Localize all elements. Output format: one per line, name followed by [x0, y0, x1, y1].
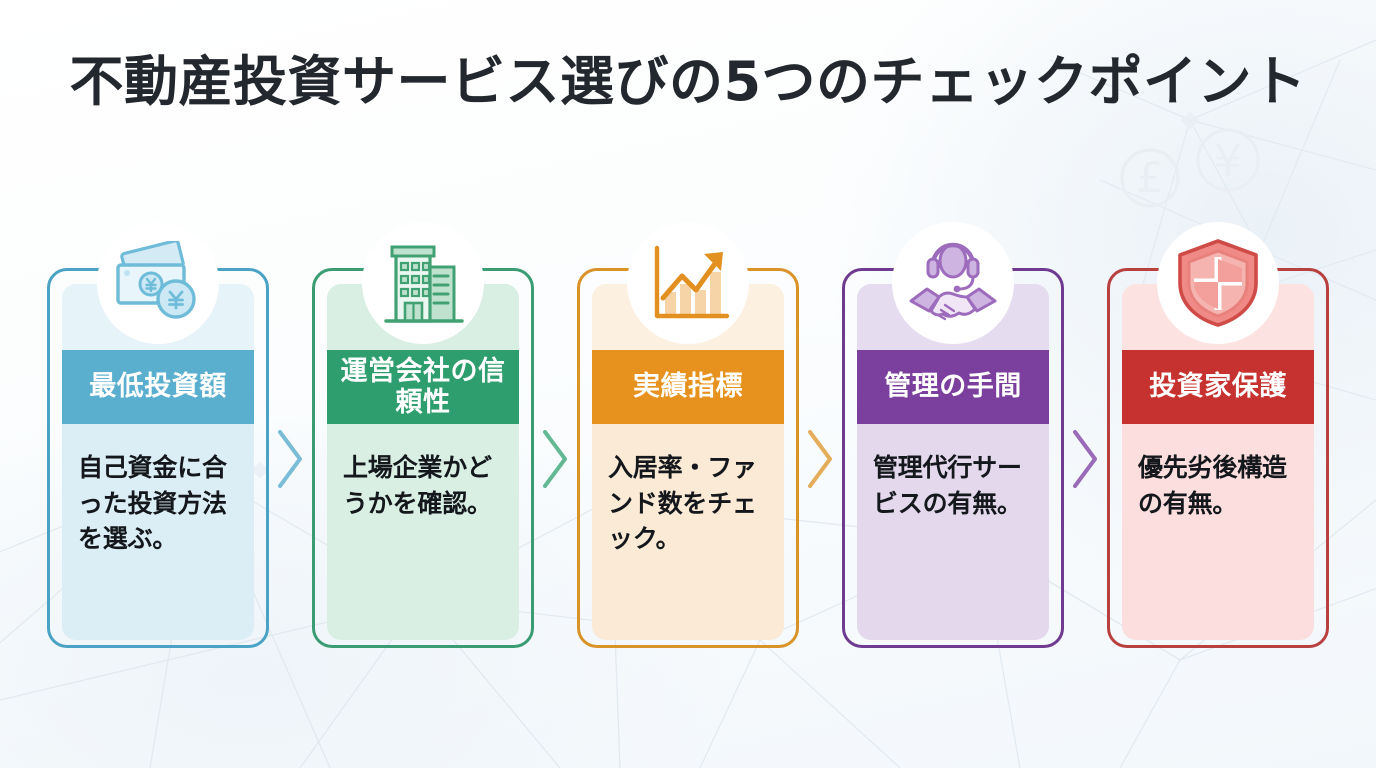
banknote-yen-icon	[97, 222, 219, 344]
checkpoint-card-operator-reliability[interactable]: 運営会社の信頼性 上場企業かどうかを確認。	[309, 222, 567, 652]
card-header-label: 最低投資額	[62, 350, 254, 424]
card-body-wrap: 上場企業かどうかを確認。	[327, 424, 519, 640]
card-header-label: 運営会社の信頼性	[327, 350, 519, 424]
svg-text:¥: ¥	[1214, 136, 1242, 187]
chevron-right-icon	[540, 428, 570, 490]
page-title: 不動産投資サービス選びの5つのチェックポイント	[69, 50, 1307, 113]
checkpoint-card-management-effort[interactable]: 管理の手間 管理代行サービスの有無。	[839, 222, 1097, 652]
checkpoint-card-minimum-investment[interactable]: 最低投資額 自己資金に合った投資方法を選ぶ。	[44, 222, 302, 652]
checkpoint-card-investor-protection[interactable]: 投資家保護 優先劣後構造の有無。	[1104, 222, 1332, 652]
headset-handshake-icon	[892, 222, 1014, 344]
chevron-right-icon	[805, 428, 835, 490]
chevron-right-icon	[275, 428, 305, 490]
card-body-wrap: 優先劣後構造の有無。	[1122, 424, 1314, 640]
shield-protection-icon	[1157, 222, 1279, 344]
card-body-text: 優先劣後構造の有無。	[1138, 453, 1287, 518]
card-header-label: 投資家保護	[1122, 350, 1314, 424]
card-body-wrap: 入居率・ファンド数をチェック。	[592, 424, 784, 640]
card-body-text: 入居率・ファンド数をチェック。	[608, 453, 757, 553]
chevron-right-icon	[1070, 428, 1100, 490]
card-header-label: 管理の手間	[857, 350, 1049, 424]
checkpoint-card-performance-metrics[interactable]: 実績指標 入居率・ファンド数をチェック。	[574, 222, 832, 652]
card-header-label: 実績指標	[592, 350, 784, 424]
card-body-text: 管理代行サービスの有無。	[873, 453, 1022, 518]
card-body-text: 上場企業かどうかを確認。	[343, 453, 492, 518]
checkpoint-card-row: 最低投資額 自己資金に合った投資方法を選ぶ。	[44, 222, 1334, 652]
card-body-wrap: 管理代行サービスの有無。	[857, 424, 1049, 640]
svg-text:£: £	[1137, 153, 1164, 202]
growth-chart-icon	[627, 222, 749, 344]
card-body-text: 自己資金に合った投資方法を選ぶ。	[78, 453, 227, 553]
card-body-wrap: 自己資金に合った投資方法を選ぶ。	[62, 424, 254, 640]
office-building-icon	[362, 222, 484, 344]
